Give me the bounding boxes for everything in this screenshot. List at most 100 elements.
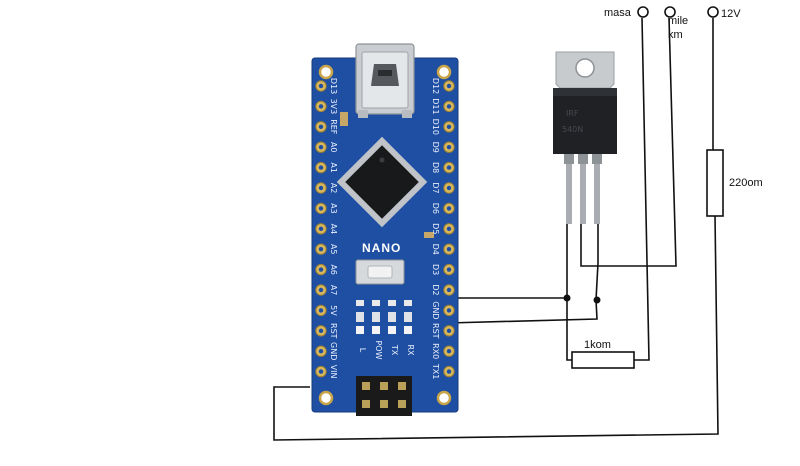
- transistor-leg-2: [580, 154, 586, 224]
- label-1k: 1kom: [584, 339, 611, 351]
- right-pin-hole: [446, 104, 452, 109]
- left-pin-label: VIN: [329, 365, 338, 379]
- right-pin-hole: [446, 185, 452, 191]
- left-pin-hole: [318, 185, 324, 191]
- led-label: RX: [406, 344, 415, 356]
- left-pin-hole: [318, 226, 324, 231]
- left-pin-hole: [318, 247, 324, 252]
- led-label: POW: [374, 340, 383, 359]
- wires: [273, 17, 719, 441]
- right-pin-hole: [446, 369, 452, 374]
- left-pin-label: A4: [329, 224, 338, 235]
- junction-gnd: [593, 296, 601, 304]
- right-pin-hole: [446, 145, 452, 150]
- right-pin-hole: [446, 206, 452, 211]
- terminal-ground: [637, 6, 649, 18]
- transistor-body: [553, 88, 617, 154]
- left-pin-hole: [318, 328, 324, 333]
- label-supply: 12V: [721, 8, 741, 20]
- right-pin-label: TX1: [431, 363, 440, 379]
- resistor-1k: [571, 351, 635, 369]
- icsp-header: [356, 376, 412, 416]
- left-pin-label: A0: [329, 142, 338, 153]
- svg-text:540N: 540N: [562, 125, 583, 134]
- right-pin-label: D10: [431, 119, 440, 135]
- right-pin-hole: [446, 247, 452, 252]
- wire-220-to-vin: [273, 215, 719, 441]
- right-pin-label: RX0: [431, 343, 440, 359]
- terminals: [637, 6, 719, 18]
- mount-hole-bl: [318, 390, 334, 406]
- right-pin-label: D2: [431, 284, 440, 295]
- left-pin-label: REF: [329, 119, 338, 135]
- left-pin-hole: [318, 206, 324, 211]
- transistor-tab-hole: [575, 58, 595, 78]
- nano-board: NANO L POW TX RX: [311, 43, 459, 416]
- right-pin-label: D9: [431, 142, 440, 153]
- terminal-mileage: [664, 6, 676, 18]
- left-pin-label: GND: [329, 342, 338, 360]
- resistor-220: [706, 149, 724, 217]
- right-pin-label: D12: [431, 78, 440, 94]
- mount-hole-tl: [318, 64, 334, 80]
- wire-mileage: [580, 17, 677, 267]
- right-pin-label: RST: [431, 323, 440, 339]
- right-pin-hole: [446, 349, 452, 354]
- left-pin-hole: [318, 287, 324, 293]
- right-pin-hole: [446, 267, 452, 272]
- right-pin-hole: [446, 287, 452, 293]
- label-ground: masa: [604, 7, 632, 19]
- transistor: IRF 540N: [553, 51, 617, 224]
- right-pin-label: D4: [431, 244, 440, 255]
- left-pin-hole: [318, 124, 324, 129]
- label-220: 220om: [729, 177, 763, 189]
- reset-button: [355, 259, 405, 285]
- right-pin-hole: [446, 308, 452, 313]
- left-pin-label: 3V3: [329, 99, 338, 115]
- right-pin-label: D3: [431, 264, 440, 275]
- wire-transistor-pin-3: [595, 224, 599, 301]
- wire-ground: [634, 17, 650, 361]
- left-pin-hole: [318, 165, 324, 170]
- usb-connector: [355, 43, 415, 118]
- board-name: NANO: [362, 241, 401, 255]
- transistor-leg-3: [594, 154, 600, 224]
- led-labels: L POW TX RX: [358, 340, 415, 359]
- left-pin-label: A1: [329, 162, 338, 173]
- svg-text:IRF: IRF: [566, 109, 579, 118]
- right-pin-hole: [446, 124, 452, 129]
- right-pin-hole: [446, 226, 452, 231]
- right-pin-label: GND: [431, 301, 440, 319]
- led-label: TX: [390, 344, 399, 356]
- right-pin-label: D8: [431, 162, 440, 173]
- label-mileage-line1: mile: [668, 15, 688, 27]
- terminal-12v: [707, 6, 719, 18]
- status-leds: [356, 300, 412, 334]
- mount-hole-br: [436, 390, 452, 406]
- wire-gnd: [447, 299, 598, 324]
- led-label: L: [358, 348, 367, 353]
- left-pin-hole: [318, 145, 324, 150]
- right-pin-hole: [446, 328, 452, 333]
- left-pin-label: A2: [329, 183, 338, 194]
- mcu-chip: [336, 136, 428, 228]
- transistor-leg-1: [566, 154, 572, 224]
- right-pin-label: D6: [431, 203, 440, 214]
- left-pin-hole: [318, 349, 324, 354]
- left-pin-label: A7: [329, 285, 338, 296]
- left-pin-label: 5V: [329, 305, 338, 316]
- right-pin-label: D5: [431, 223, 440, 234]
- right-pin-hole: [446, 165, 452, 170]
- left-pin-label: D13: [329, 78, 338, 94]
- left-pin-label: A3: [329, 203, 338, 214]
- label-mileage: mile km: [668, 15, 691, 41]
- label-mileage-line2: km: [668, 29, 683, 41]
- left-pin-hole: [318, 104, 324, 109]
- junction-d2: [563, 294, 571, 302]
- right-pin-label: D7: [431, 182, 440, 193]
- left-pin-hole: [318, 308, 324, 313]
- left-pin-label: A6: [329, 264, 338, 275]
